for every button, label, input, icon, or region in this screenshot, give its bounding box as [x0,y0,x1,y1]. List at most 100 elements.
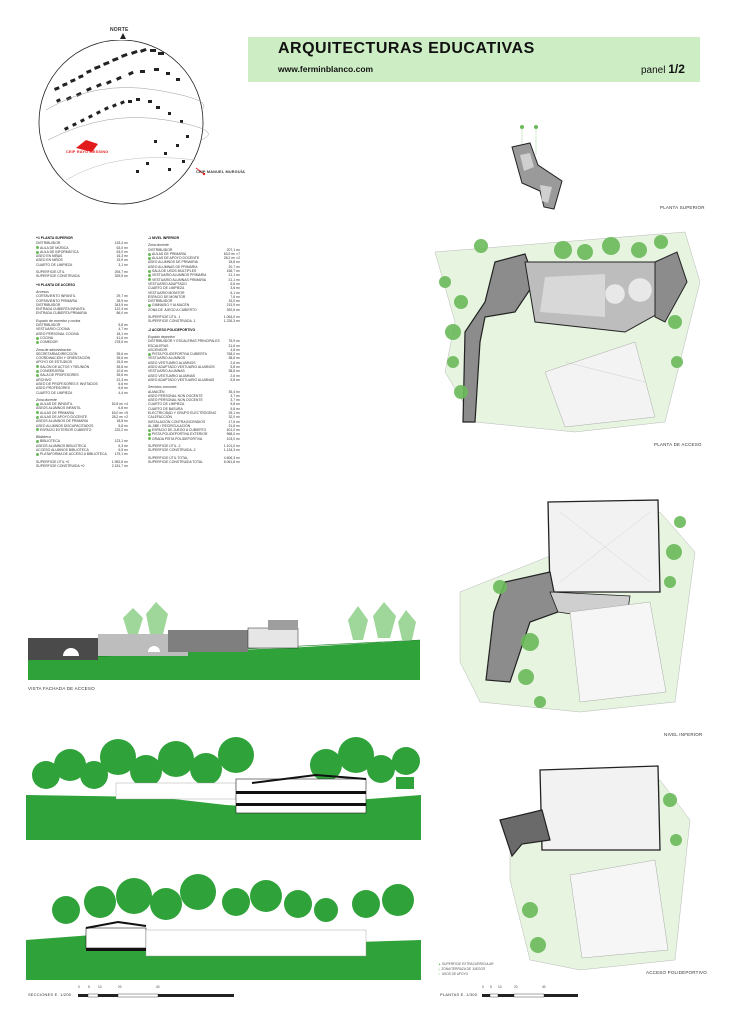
access-floor-plan [425,222,710,442]
room-area: 4,8 m² [230,347,240,352]
room-name-text: PISTA POLIDEPORTIVA EXTERIOR [152,432,208,437]
room-type-icon [36,373,39,377]
room-area: 17,6 m² [228,419,241,424]
room-name: SALÓN DE ACTOS Y REUNIÓN [36,365,89,369]
room-area: 1.064,0 m² [223,315,240,320]
room-name: VESTUARIO ADAPTADO [148,282,187,286]
room-name-text: AULAS DE APOYO DOCENTE [40,414,88,419]
room-name-text: SUPERFICIE ÚTIL -2 [148,444,181,449]
room-name-text: SALÓN DE ACTOS Y REUNIÓN [40,364,90,369]
room-area: 103,0 m² [226,436,240,441]
room-name: ASEOS ALUMNOS INFANTIL [36,406,81,410]
room-type-icon [36,411,39,415]
room-area: 343,9 m² [114,302,128,307]
room-name: DISTRIBUIDOR [148,299,172,303]
sports-access-plan [430,760,700,975]
room-name: ESCALERAS [148,344,168,348]
room-area: 38,8 m² [228,356,241,361]
room-name: CORTAVIENTO INFANTIL [36,294,76,298]
program-subheading: Zona de administración [36,347,72,352]
room-name: PISTA POLIDEPORTIVA CUBIERTA [148,352,207,356]
access-plan-label: PLANTA DE ACCESO [654,442,702,447]
sports-plan-label: ACCESO POLIDEPORTIVO [646,970,707,975]
room-area: 63,0 m² [116,249,129,254]
room-name-text: VESTUARIO ALUMNOS [148,356,186,361]
room-name-text: ZONA DE JUEGO A CUBIERTO [148,307,197,312]
room-name-text: ASEOS ALUMNOS INFANTIL [36,406,82,411]
room-name-text: COMEDOR [40,340,58,345]
room-name: ASEO EN NIÑOS [36,258,63,262]
star-icon: ☆ [438,972,441,976]
room-name: VESTUARIO COCINA [36,327,70,331]
room-name: DISTRIBUIDOR [36,241,60,245]
room-name: CUARTO DE LIMPIEZA [148,402,184,406]
room-name-text: AULAS DE PRIMARIA [152,251,187,256]
room-name: COORDINACIÓN Y ORIENTACIÓN [36,356,90,360]
room-name: VESTUARIO ALUMNAS PRIMARIA [148,278,206,282]
room-name: VESTUARIO ALUMNOS PRIMARIA [148,273,206,277]
room-area: 278,5 m² [114,340,128,345]
room-name: CONSERJERÍA [36,369,64,373]
room-name: ESPACIO DE MONITOR [148,295,185,299]
access-facade-elevation [28,600,420,680]
room-area: 156,7 m² [226,269,240,274]
room-name: ASEO VESTUARIO ALUMNOS [148,361,195,365]
room-area: 122,4 m² [114,307,128,312]
room-area: 4,7 m² [118,327,128,332]
title-banner [248,37,700,82]
room-type-icon [148,433,151,437]
room-area: 5,8 m² [230,365,240,370]
room-name: SUPERFICIE ÚTIL TOTAL [148,456,188,460]
legend-item: ☆ USOS DE APOYO [438,972,469,976]
room-area: 2,6 m² [230,360,240,365]
room-area: 18,8 m² [228,260,241,265]
room-type-icon [36,365,39,369]
room-area: 21,1 m² [228,273,241,278]
room-name-text: SUPERFICIE CONSTRUIDA +0 [36,463,85,468]
room-name: SALA DE USOS MÚLTIPLES [148,269,196,273]
program-subheading: Accesos [36,289,49,294]
room-name: SUPERFICIE CONSTRUIDA TOTAL [148,460,203,464]
program-subheading: Zona docente [36,397,57,402]
room-area: 63,0 m² [116,245,129,250]
program-row: ESPACIO DE MONITOR 7,6 m² [148,295,240,299]
room-name-text: ENTRADA CUBIERTA PRIMARIA [36,311,87,316]
room-name-text: COORDINACIÓN Y ORIENTACIÓN [36,356,91,361]
room-area: 35,8 m² [116,364,129,369]
room-area: 5,8 m² [230,406,240,411]
room-area: 7,6 m² [230,294,240,299]
room-name: VESTUARIO ALUMNAS [148,369,185,373]
room-name-text: VESTUARIO ALUMNAS PRIMARIA [152,277,207,282]
room-name: ASEOS ALUMNOS DE PRIMARIA [36,419,88,423]
room-area: 10,6 m² [116,369,129,374]
room-name-text: AULAS DE APOYO DOCENTE [152,256,200,261]
program-row: ASEO VESTUARIO ALUMNOS 2,6 m² [148,361,240,365]
legend-item: △ ZONA/TERRAZA DE JUEGOS [438,967,486,971]
program-section-heading: -2 ACCESO POLIDEPORTIVO [148,327,196,332]
room-type-icon [148,252,151,256]
website-link[interactable]: www.ferminblanco.com [278,64,374,74]
